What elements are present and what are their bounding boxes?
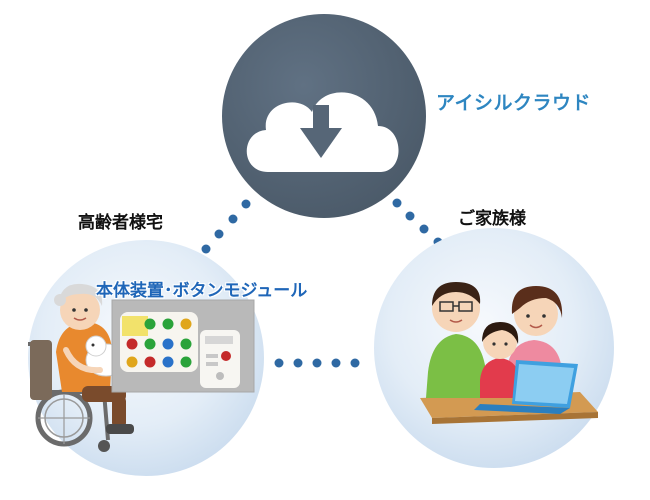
cloud-download-icon: [246, 92, 399, 172]
connector-dot: [405, 211, 415, 221]
connector-dot: [274, 358, 284, 368]
laptop-illustration: [474, 360, 578, 414]
connector-dot: [331, 358, 341, 368]
connector-dot: [293, 358, 303, 368]
button-module-illustration: [120, 312, 198, 372]
connector-dot: [241, 199, 251, 209]
connector-dot: [228, 214, 238, 224]
elderly-wheelchair-illustration: [28, 283, 134, 452]
cloud-node: [222, 14, 426, 218]
home-node: [28, 240, 264, 476]
device-photo: [111, 299, 255, 393]
home-label: 高齢者様宅: [78, 213, 163, 233]
connector-cloud-home: [201, 199, 251, 254]
connector-home-family: [274, 358, 360, 368]
cloud-label: アイシルクラウド: [436, 92, 592, 114]
family-illustration: [420, 282, 598, 424]
family-label: ご家族様: [458, 209, 526, 229]
device-label: 本体装置･ボタンモジュール: [96, 281, 308, 301]
connector-dot: [392, 198, 402, 208]
main-unit-illustration: [200, 330, 240, 388]
connector-dot: [214, 229, 224, 239]
connector-cloud-family: [392, 198, 443, 247]
connector-dot: [350, 358, 360, 368]
connector-dot: [419, 224, 429, 234]
connector-dot: [201, 244, 211, 254]
family-node: [374, 228, 614, 468]
connector-dot: [312, 358, 322, 368]
